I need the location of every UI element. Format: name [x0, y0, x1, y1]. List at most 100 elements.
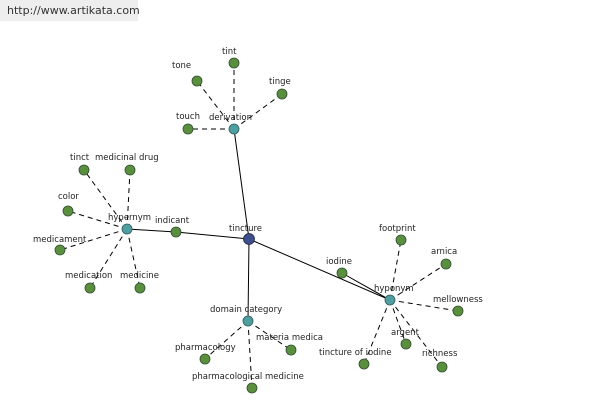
node-medicine[interactable]: medicine — [120, 271, 159, 294]
edge-indicant-to-hypernym — [126, 228, 177, 233]
node-marker-richness[interactable] — [436, 361, 448, 373]
node-label-tincture[interactable]: tincture — [229, 224, 262, 234]
node-label-medicament[interactable]: medicament — [33, 235, 87, 245]
node-label-richness[interactable]: richness — [422, 349, 458, 359]
node-mellowness[interactable]: mellowness — [433, 295, 483, 317]
node-iodine[interactable]: iodine — [326, 257, 352, 279]
node-marker-footprint[interactable] — [395, 234, 407, 246]
node-marker-iodine[interactable] — [336, 267, 348, 279]
edge-domain-category-to-pharmacology — [204, 320, 249, 360]
node-marker-arnica[interactable] — [440, 258, 452, 270]
node-marker-tincture-of-iodine[interactable] — [358, 358, 370, 370]
node-marker-touch[interactable] — [182, 123, 194, 135]
node-label-tincture-of-iodine[interactable]: tincture of iodine — [319, 348, 392, 358]
node-marker-tinge[interactable] — [276, 88, 288, 100]
node-marker-pharmacology[interactable] — [199, 353, 211, 365]
node-medicament[interactable]: medicament — [33, 235, 87, 256]
node-label-arnica[interactable]: arnica — [431, 247, 457, 257]
edge-hyponym-to-arnica — [389, 263, 447, 301]
node-marker-materia-medica[interactable] — [285, 344, 297, 356]
node-marker-hypernym[interactable] — [121, 223, 133, 235]
node-marker-tint[interactable] — [228, 57, 240, 69]
node-materia-medica[interactable]: materia medica — [256, 333, 323, 356]
node-argent[interactable]: argent — [391, 328, 420, 350]
node-label-medication[interactable]: medication — [65, 271, 112, 281]
edge-tincture-to-derivation — [233, 128, 250, 240]
node-label-derivation[interactable]: derivation — [209, 113, 252, 123]
node-color[interactable]: color — [58, 192, 79, 217]
node-medication[interactable]: medication — [65, 271, 112, 294]
node-label-tinge[interactable]: tinge — [269, 77, 291, 87]
node-marker-pharmacological-medicine[interactable] — [246, 382, 258, 394]
edge-hyponym-to-footprint — [389, 239, 402, 301]
node-hypernym[interactable]: hypernym — [108, 213, 151, 235]
node-label-iodine[interactable]: iodine — [326, 257, 352, 267]
graph-edges — [59, 63, 459, 389]
node-label-indicant[interactable]: indicant — [155, 216, 190, 226]
node-label-tinct[interactable]: tinct — [70, 153, 90, 163]
node-label-hyponym[interactable]: hyponym — [374, 284, 414, 294]
node-indicant[interactable]: indicant — [155, 216, 190, 238]
node-label-domain-category[interactable]: domain category — [210, 305, 282, 315]
node-label-footprint[interactable]: footprint — [379, 224, 416, 234]
node-tinge[interactable]: tinge — [269, 77, 291, 100]
node-marker-color[interactable] — [62, 205, 74, 217]
edge-tincture-to-indicant — [175, 231, 250, 240]
node-label-tint[interactable]: tint — [222, 47, 237, 57]
node-pharmacological-medicine[interactable]: pharmacological medicine — [192, 372, 304, 394]
node-label-medicinal-drug[interactable]: medicinal drug — [95, 153, 159, 163]
node-tint[interactable]: tint — [222, 47, 240, 69]
edge-hyponym-to-iodine — [341, 272, 391, 301]
node-label-touch[interactable]: touch — [176, 112, 200, 122]
node-marker-tincture[interactable] — [243, 233, 255, 245]
node-medicinal-drug[interactable]: medicinal drug — [95, 153, 159, 176]
node-derivation[interactable]: derivation — [209, 113, 252, 135]
node-label-tone[interactable]: tone — [172, 61, 191, 71]
node-pharmacology[interactable]: pharmacology — [175, 343, 236, 365]
node-marker-medicament[interactable] — [54, 244, 66, 256]
node-touch[interactable]: touch — [176, 112, 200, 135]
node-label-pharmacology[interactable]: pharmacology — [175, 343, 236, 353]
edge-hyponym-to-argent — [389, 299, 407, 345]
node-marker-mellowness[interactable] — [452, 305, 464, 317]
node-marker-medicinal-drug[interactable] — [124, 164, 136, 176]
node-label-color[interactable]: color — [58, 192, 79, 202]
node-marker-tone[interactable] — [191, 75, 203, 87]
edge-tincture-to-hyponym — [248, 238, 391, 301]
edge-hypernym-to-medication — [89, 228, 128, 289]
node-marker-medicine[interactable] — [134, 282, 146, 294]
edge-hyponym-to-mellowness — [389, 299, 459, 312]
node-richness[interactable]: richness — [422, 349, 458, 373]
edge-tincture-to-domain-category — [247, 238, 250, 322]
node-marker-hyponym[interactable] — [384, 294, 396, 306]
node-marker-domain-category[interactable] — [242, 315, 254, 327]
node-tincture[interactable]: tincture — [229, 224, 262, 245]
node-marker-tinct[interactable] — [78, 164, 90, 176]
edge-domain-category-to-pharmacological-medicine — [247, 320, 253, 389]
node-label-pharmacological-medicine[interactable]: pharmacological medicine — [192, 372, 304, 382]
edge-hypernym-to-medicinal-drug — [126, 169, 131, 230]
node-footprint[interactable]: footprint — [379, 224, 416, 246]
edge-hypernym-to-color — [67, 210, 128, 230]
edge-hypernym-to-tinct — [83, 169, 128, 230]
node-marker-medication[interactable] — [84, 282, 96, 294]
node-tincture-of-iodine[interactable]: tincture of iodine — [319, 348, 392, 370]
node-domain-category[interactable]: domain category — [210, 305, 282, 327]
node-tone[interactable]: tone — [172, 61, 203, 87]
node-marker-indicant[interactable] — [170, 226, 182, 238]
edge-hyponym-to-tincture-of-iodine — [363, 299, 391, 365]
node-label-mellowness[interactable]: mellowness — [433, 295, 483, 305]
node-tinct[interactable]: tinct — [70, 153, 90, 176]
node-marker-argent[interactable] — [400, 338, 412, 350]
edge-derivation-to-tone — [196, 80, 235, 130]
node-marker-derivation[interactable] — [228, 123, 240, 135]
node-label-hypernym[interactable]: hypernym — [108, 213, 151, 223]
site-url-link[interactable]: http://www.artikata.com — [7, 4, 140, 17]
node-hyponym[interactable]: hyponym — [374, 284, 414, 306]
node-label-medicine[interactable]: medicine — [120, 271, 159, 281]
node-arnica[interactable]: arnica — [431, 247, 457, 270]
edge-derivation-to-tinge — [233, 93, 283, 130]
node-label-materia-medica[interactable]: materia medica — [256, 333, 323, 343]
node-label-argent[interactable]: argent — [391, 328, 420, 338]
